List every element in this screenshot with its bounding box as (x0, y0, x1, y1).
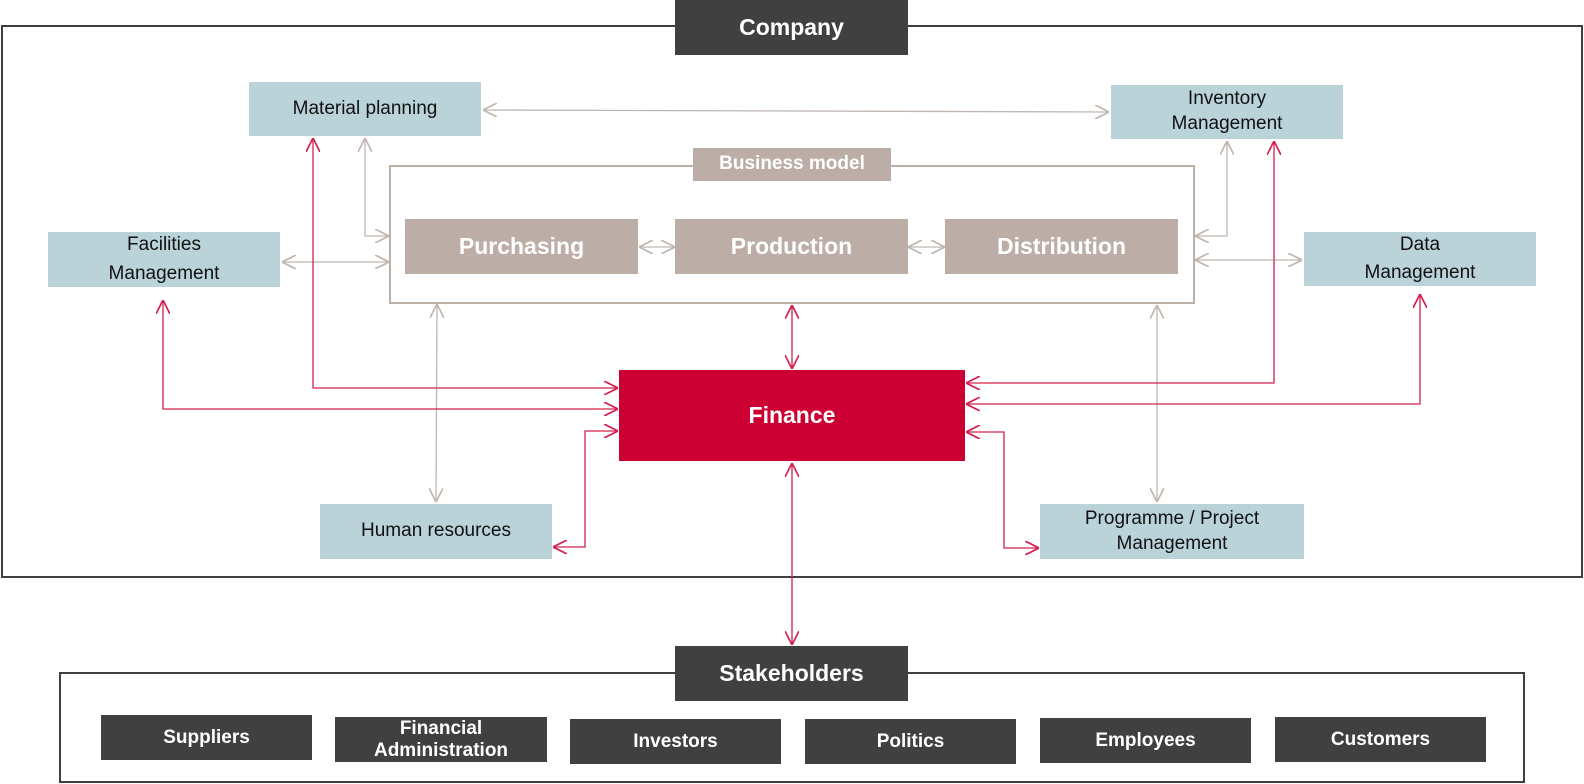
process-purchasing: Purchasing (405, 219, 638, 274)
process-distribution: Distribution (945, 219, 1178, 274)
dept-inventory-management: Inventory Management (1111, 85, 1343, 139)
process-production: Production (675, 219, 908, 274)
stakeholder-suppliers: Suppliers (101, 715, 312, 760)
dept-data-management: Data Management (1304, 232, 1536, 286)
business-model-title: Business model (693, 148, 891, 181)
dept-facilities-management: Facilities Management (48, 232, 280, 287)
stakeholder-politics: Politics (805, 719, 1016, 764)
stakeholder-financial-administration: Financial Administration (335, 717, 547, 762)
stakeholder-employees: Employees (1040, 718, 1251, 763)
stakeholder-customers: Customers (1275, 717, 1486, 762)
stakeholder-investors: Investors (570, 719, 781, 764)
stakeholders-title: Stakeholders (675, 646, 908, 701)
dept-programme-project-management: Programme / Project Management (1040, 504, 1304, 559)
dept-human-resources: Human resources (320, 504, 552, 559)
finance-box: Finance (619, 370, 965, 461)
company-title: Company (675, 0, 908, 55)
dept-material-planning: Material planning (249, 82, 481, 136)
